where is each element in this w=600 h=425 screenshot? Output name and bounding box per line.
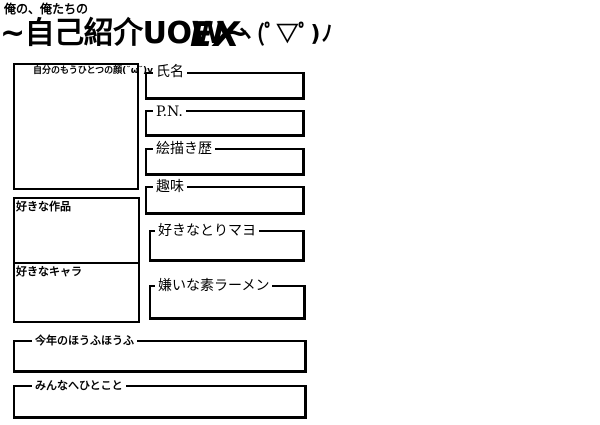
drawing-history-label: 絵描き歴 [153,141,215,157]
message-label: みんなへひとこと [32,378,126,394]
pen-name-label: P.N. [153,104,186,120]
page-title: ~自己紹介UOW~ [0,16,249,51]
favorite-mayo-label: 好きなとりマヨ [155,223,259,239]
favorite-chara-label: 好きなキャラ [16,265,82,278]
message-box[interactable] [13,385,307,419]
pen-name-field[interactable] [145,110,305,137]
name-label: 氏名 [153,64,187,80]
header-subtitle: 俺の、俺たちの [4,2,89,16]
photo-label: 自分のもうひとつの顔(˘ω˘)v [33,66,154,76]
favorite-chara-box[interactable] [13,262,140,323]
disliked-ramen-label: 嫌いな素ラーメン [155,278,273,294]
favorite-works-label: 好きな作品 [16,200,71,213]
drawing-history-field[interactable] [145,148,305,176]
hobby-label: 趣味 [153,179,187,195]
photo-box[interactable] [13,63,139,190]
resolution-label: 今年のほうふほうふ [32,333,137,349]
page-title-ex: EX [190,15,240,55]
resolution-box[interactable] [13,340,307,373]
name-field[interactable] [145,72,305,100]
hobby-field[interactable] [145,186,305,215]
page-title-face: ヽ(ﾟ▽ﾟ)ﾉ [234,22,334,47]
